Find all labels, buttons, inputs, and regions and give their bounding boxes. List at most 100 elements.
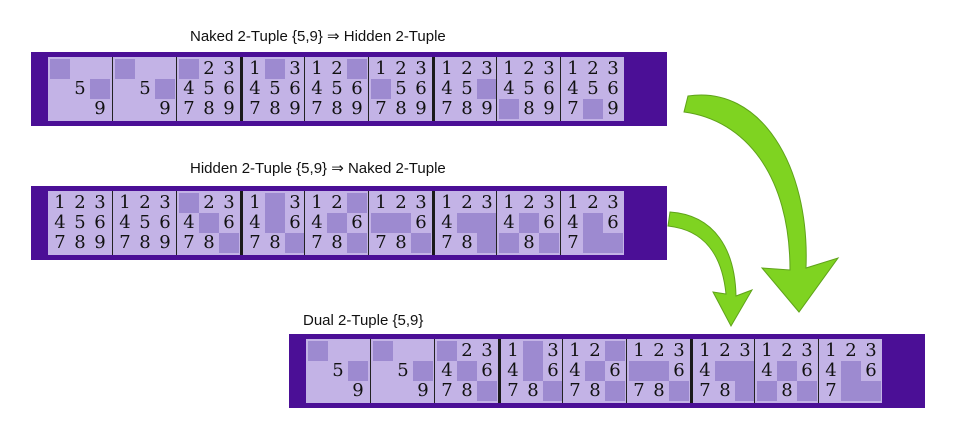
candidate: 8 <box>203 232 215 253</box>
candidate: 9 <box>159 98 171 119</box>
candidate: 4 <box>761 360 773 381</box>
candidate: 8 <box>781 380 793 401</box>
candidate: 8 <box>331 232 343 253</box>
candidate <box>327 213 347 233</box>
candidate: 7 <box>119 232 131 253</box>
candidate: 5 <box>139 212 151 233</box>
candidate: 3 <box>481 340 493 361</box>
candidate: 4 <box>503 212 515 233</box>
candidate: 4 <box>441 78 453 99</box>
candidate: 9 <box>543 98 555 119</box>
candidate: 7 <box>375 98 387 119</box>
candidate: 3 <box>607 58 619 79</box>
candidate: 1 <box>507 340 519 361</box>
candidate <box>715 361 735 381</box>
candidate <box>603 233 623 253</box>
candidate: 3 <box>547 340 559 361</box>
candidate <box>457 361 477 381</box>
candidate <box>477 381 497 401</box>
candidate: 4 <box>54 212 66 233</box>
candidate: 4 <box>119 212 131 233</box>
candidate: 6 <box>223 212 235 233</box>
candidate: 8 <box>653 380 665 401</box>
candidate: 6 <box>351 78 363 99</box>
candidate <box>797 381 817 401</box>
candidate: 7 <box>54 232 66 253</box>
shade <box>373 341 393 361</box>
candidate <box>499 99 519 119</box>
candidate: 3 <box>223 58 235 79</box>
candidate: 6 <box>865 360 877 381</box>
candidate: 5 <box>523 78 535 99</box>
candidate <box>605 381 625 401</box>
candidate <box>199 213 219 233</box>
candidate: 1 <box>761 340 773 361</box>
candidate <box>411 233 431 253</box>
candidate: 7 <box>441 98 453 119</box>
candidate: 2 <box>203 58 215 79</box>
candidate <box>735 361 755 381</box>
shade <box>50 59 70 79</box>
candidate: 9 <box>159 232 171 253</box>
candidate <box>265 213 285 233</box>
candidate: 6 <box>607 212 619 233</box>
candidate: 2 <box>203 192 215 213</box>
large-arrow-icon <box>683 94 840 313</box>
title-hidden-to-naked: Hidden 2-Tuple {5,9} ⇒ Naked 2-Tuple <box>190 160 446 177</box>
candidate: 2 <box>395 192 407 213</box>
candidate: 6 <box>415 78 427 99</box>
candidate: 2 <box>587 192 599 213</box>
candidate <box>391 213 411 233</box>
candidate <box>347 193 367 213</box>
candidate: 9 <box>481 98 493 119</box>
shade <box>155 79 175 99</box>
candidate <box>669 381 689 401</box>
candidate: 2 <box>461 58 473 79</box>
candidate: 4 <box>183 212 195 233</box>
candidate <box>477 213 497 233</box>
candidate: 9 <box>94 232 106 253</box>
candidate: 8 <box>269 232 281 253</box>
candidate: 7 <box>183 232 195 253</box>
small-arrow-icon <box>667 211 754 328</box>
candidate: 9 <box>351 98 363 119</box>
candidate: 5 <box>139 78 151 99</box>
candidate: 1 <box>699 340 711 361</box>
candidate: 2 <box>74 192 86 213</box>
candidate: 6 <box>289 212 301 233</box>
candidate: 4 <box>441 212 453 233</box>
title-naked-to-hidden: Naked 2-Tuple {5,9} ⇒ Hidden 2-Tuple <box>190 28 446 45</box>
candidate: 6 <box>543 212 555 233</box>
candidate: 4 <box>503 78 515 99</box>
candidate: 2 <box>461 192 473 213</box>
candidate: 3 <box>543 192 555 213</box>
candidate <box>347 233 367 253</box>
candidate: 4 <box>567 78 579 99</box>
candidate <box>477 79 497 99</box>
candidate <box>605 341 625 361</box>
shade <box>115 59 135 79</box>
candidate: 6 <box>607 78 619 99</box>
candidate: 3 <box>607 192 619 213</box>
candidate: 8 <box>203 98 215 119</box>
candidate <box>179 193 199 213</box>
candidate: 4 <box>825 360 837 381</box>
candidate <box>477 233 497 253</box>
candidate: 2 <box>331 192 343 213</box>
candidate: 6 <box>94 212 106 233</box>
candidate: 1 <box>567 58 579 79</box>
candidate <box>583 99 603 119</box>
candidate: 2 <box>523 192 535 213</box>
candidate: 8 <box>527 380 539 401</box>
